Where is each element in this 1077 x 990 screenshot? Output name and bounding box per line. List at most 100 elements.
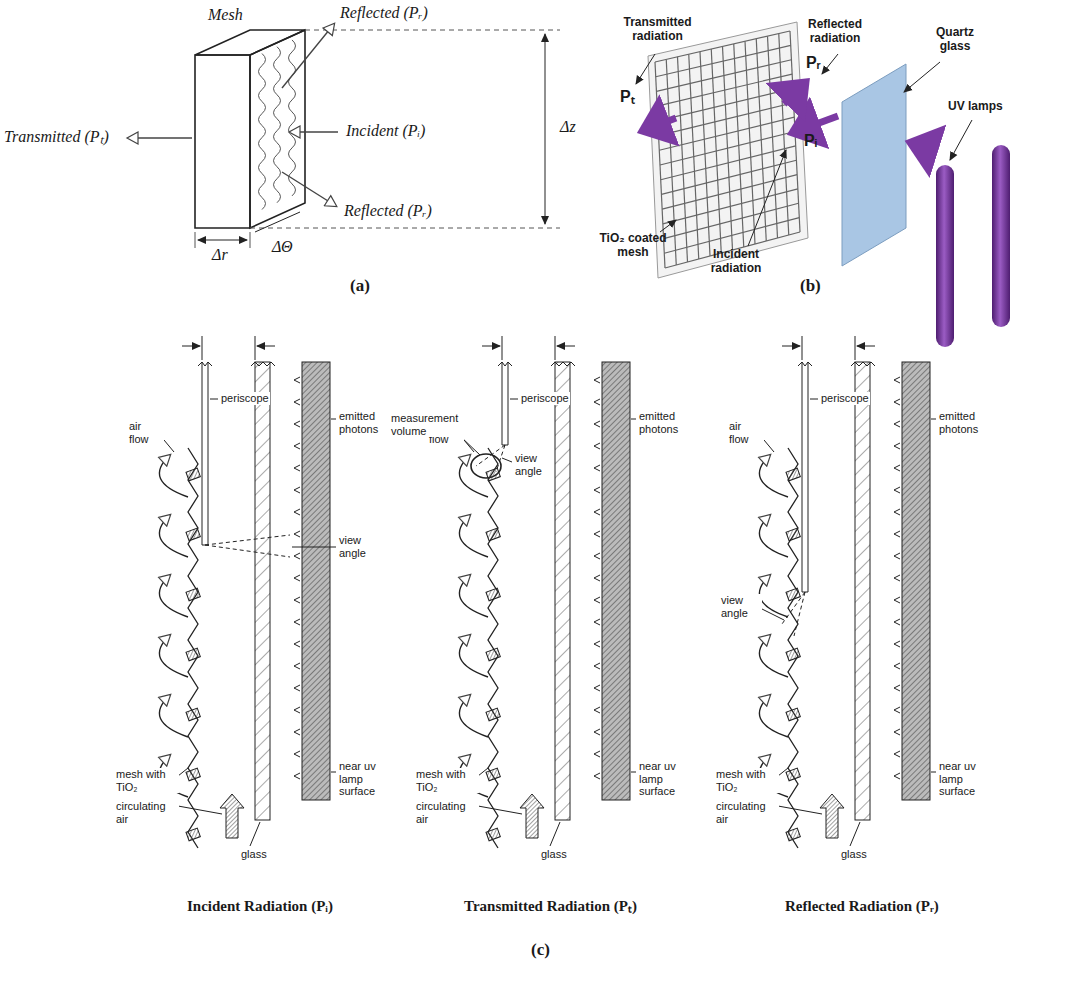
measurement-panel — [159, 336, 336, 848]
emitted-photon — [894, 707, 900, 713]
part-name: emitted photons — [638, 410, 688, 435]
emitted-photon — [894, 641, 900, 647]
emitted-photon — [594, 663, 600, 669]
emitted-photon — [294, 465, 300, 471]
emitted-photon — [294, 707, 300, 713]
air-flow-arrow — [459, 515, 488, 557]
panel-letter: (b) — [800, 276, 821, 296]
measurement-panel — [759, 336, 936, 848]
air-flow-arrow — [159, 635, 188, 677]
emitted-photon — [294, 399, 300, 405]
leader-line — [250, 822, 260, 846]
emitted-photon — [594, 443, 600, 449]
uv-lamp — [936, 165, 954, 347]
part-name: periscope — [520, 392, 570, 405]
mesh-wire — [186, 828, 200, 841]
leader-line — [331, 419, 336, 420]
break-line — [251, 362, 275, 366]
part-name: near uv lamp surface — [938, 760, 996, 798]
mesh-wire — [486, 768, 500, 781]
air-flow-arrow — [159, 575, 188, 617]
emitted-photon — [294, 421, 300, 427]
dimension-label: ΔΘ — [272, 238, 293, 256]
air-flow-arrow — [759, 695, 788, 737]
radiation-label: Reflected (Pᵣ) — [340, 4, 428, 22]
radiation-symbol: Pᵢ — [804, 132, 817, 150]
emitted-photon — [894, 597, 900, 603]
leader-line — [764, 440, 774, 452]
leader-line — [550, 822, 560, 846]
mesh-wire — [659, 103, 794, 136]
part-name: glass — [240, 848, 268, 861]
part-name: emitted photons — [938, 410, 988, 435]
glass-pane — [555, 362, 570, 820]
radiation-label: Reflected (Pᵣ) — [344, 202, 432, 220]
uv-lamp-surface — [602, 362, 630, 800]
part-name: circulating air — [415, 800, 479, 825]
emitted-photon — [294, 531, 300, 537]
emitted-photon — [594, 421, 600, 427]
mesh-wire — [656, 60, 791, 92]
dimension-line — [555, 336, 556, 360]
leader-line — [850, 822, 860, 846]
mesh-wire — [659, 117, 794, 150]
mesh-wire — [186, 708, 200, 721]
leader-line — [931, 772, 936, 773]
mesh-wire — [662, 175, 797, 210]
emitted-photon — [594, 377, 600, 383]
part-name: emitted photons — [338, 410, 388, 435]
air-flow-arrow — [759, 515, 788, 557]
emitted-photon — [294, 553, 300, 559]
emitted-photon — [294, 509, 300, 515]
part-name: mesh with TiO₂ — [715, 768, 779, 793]
dimension-line — [502, 336, 503, 360]
emitted-photon — [294, 729, 300, 735]
panel-caption: Transmitted Radiation (Pₜ) — [464, 898, 637, 915]
mesh-wire — [786, 588, 800, 601]
part-name: Transmitted radiation — [615, 16, 700, 44]
emitted-photon — [594, 641, 600, 647]
periscope — [202, 362, 203, 545]
mesh-frame — [648, 22, 808, 278]
part-name: Mesh — [208, 6, 243, 24]
emitted-photon — [594, 729, 600, 735]
air-flow-arrow — [459, 695, 488, 737]
mesh-wire — [486, 528, 500, 541]
emitted-photon — [894, 751, 900, 757]
panel-caption: Reflected Radiation (Pᵣ) — [785, 898, 939, 915]
leader-line — [502, 458, 512, 462]
mesh-wire — [786, 648, 800, 661]
emitted-photon — [594, 575, 600, 581]
emitted-photon — [594, 707, 600, 713]
emitted-photon — [294, 751, 300, 757]
break-line — [198, 362, 212, 366]
panel-caption: Incident Radiation (Pᵢ) — [187, 898, 333, 915]
part-name: view angle — [338, 534, 380, 559]
air-flow-arrow — [159, 515, 188, 557]
emitted-photon — [894, 465, 900, 471]
dimension-lines — [195, 30, 560, 248]
view-angle-line — [205, 535, 290, 545]
radiation-symbol: Pₜ — [620, 88, 635, 106]
emitted-photon — [294, 575, 300, 581]
circulating-air-arrow — [520, 794, 544, 838]
periscope — [508, 362, 509, 445]
emitted-photon — [894, 663, 900, 669]
part-name: glass — [840, 848, 868, 861]
emitted-photon — [594, 773, 600, 779]
part-name: air flow — [728, 420, 764, 445]
mesh-wire — [186, 648, 200, 661]
mesh-wire — [486, 588, 500, 601]
leader-line — [178, 768, 188, 776]
mesh-wire — [657, 74, 792, 106]
emitted-photon — [894, 773, 900, 779]
part-name: near uv lamp surface — [638, 760, 696, 798]
emitted-photon — [894, 509, 900, 515]
emitted-photon — [894, 377, 900, 383]
leader-line — [810, 399, 818, 400]
leader-line — [292, 547, 336, 548]
emitted-photon — [894, 553, 900, 559]
dimension-line — [802, 336, 803, 360]
emitted-photon — [894, 619, 900, 625]
